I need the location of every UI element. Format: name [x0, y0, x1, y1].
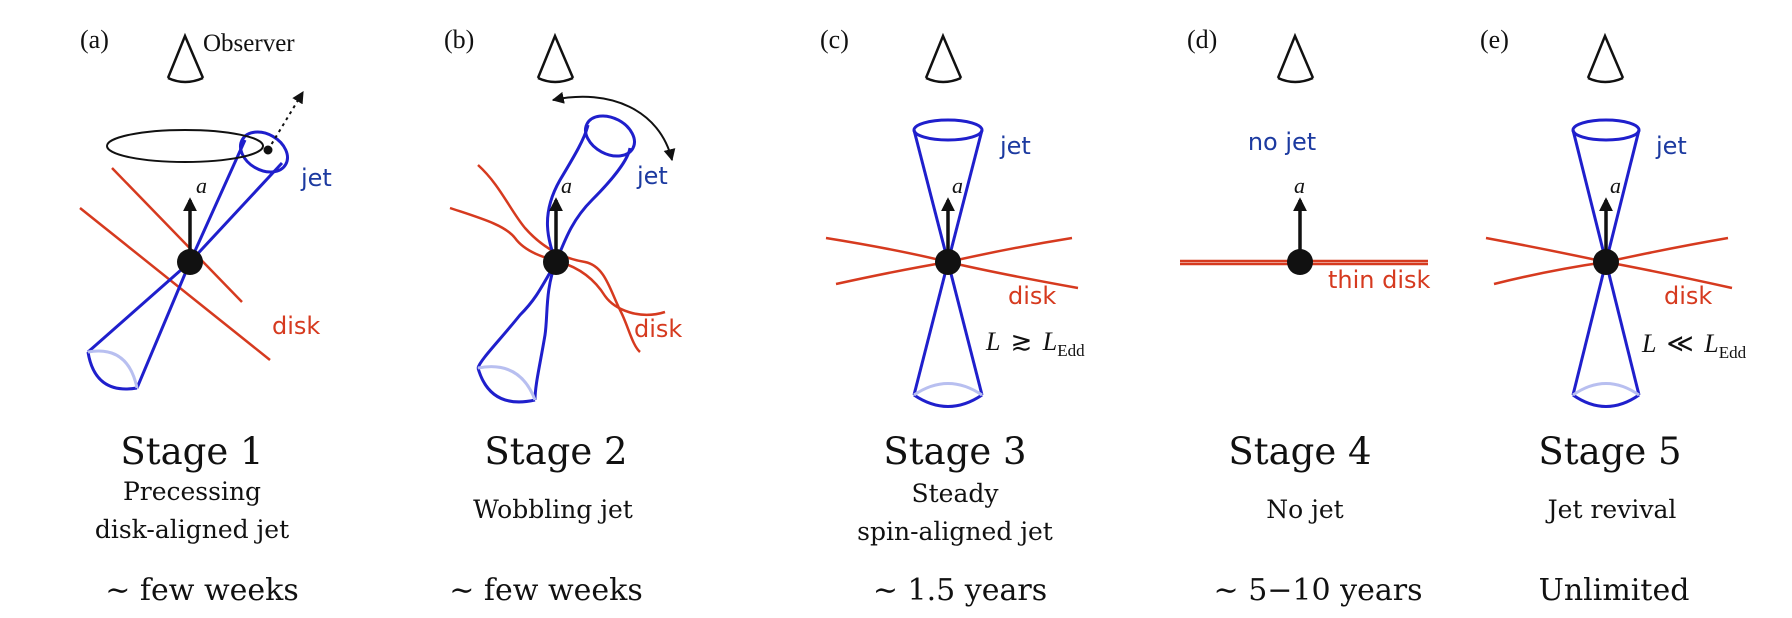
panel-b: (b) a⃗ jet disk [444, 25, 682, 404]
jet-label-c: jet [999, 132, 1031, 160]
stage-captions: Stage 1 Precessing disk-aligned jet ∼ fe… [95, 430, 1690, 608]
observer-eye-icon [536, 32, 575, 84]
spin-label-a: a⃗ [196, 173, 224, 198]
black-hole-icon [935, 249, 961, 275]
stage-desc-1a: Precessing [123, 477, 261, 506]
stage-desc-1b: disk-aligned jet [95, 515, 289, 544]
stage-title-5: Stage 5 [1538, 430, 1681, 473]
observer-eye-icon [924, 32, 963, 84]
jet-label-e: jet [1655, 132, 1687, 160]
stage-time-3: ∼ 1.5 years [873, 573, 1047, 608]
observer-label: Observer [203, 30, 295, 57]
precession-arrow-icon [106, 90, 304, 163]
jet-a [86, 130, 289, 391]
stage-time-2: ∼ few weeks [449, 573, 643, 608]
disk-label-a: disk [272, 312, 320, 340]
black-hole-icon [177, 249, 203, 275]
spin-label-c: a⃗ [952, 173, 980, 198]
observer-eye-icon [1586, 32, 1625, 84]
disk-a [79, 167, 271, 361]
panel-label-a: (a) [80, 25, 109, 54]
jet-e [1571, 118, 1641, 408]
stage-time-1: ∼ few weeks [105, 573, 299, 608]
stage-time-4: ∼ 5−10 years [1214, 573, 1423, 608]
disk-label-e: disk [1664, 282, 1712, 310]
observer-eye-icon [166, 32, 205, 84]
jet-c [912, 118, 984, 408]
thin-disk-label-d: thin disk [1328, 266, 1431, 294]
panel-a: (a) Observer a⃗ jet [79, 25, 332, 391]
panel-label-d: (d) [1187, 25, 1217, 54]
panel-label-e: (e) [1480, 25, 1509, 54]
stage-desc-4: No jet [1266, 495, 1343, 524]
disk-label-b: disk [634, 315, 682, 343]
no-jet-label-d: no jet [1248, 128, 1316, 156]
spin-label-d: a⃗ [1294, 173, 1322, 198]
observer-eye-icon [1276, 32, 1315, 84]
disk-label-c: disk [1008, 282, 1056, 310]
stage-desc-2: Wobbling jet [473, 495, 633, 524]
stage-time-5: Unlimited [1539, 573, 1690, 608]
stage-desc-5: Jet revival [1545, 495, 1677, 524]
panel-label-c: (c) [820, 25, 849, 54]
stage-title-2: Stage 2 [484, 430, 627, 473]
panel-c: (c) a⃗ jet disk L ≳ LEdd [820, 25, 1085, 408]
spin-label-e: a⃗ [1610, 173, 1638, 198]
jet-label-a: jet [300, 164, 332, 192]
panel-label-b: (b) [444, 25, 474, 54]
luminosity-label-c: L ≳ LEdd [985, 327, 1085, 360]
panel-d: (d) a⃗ no jet thin disk [1180, 25, 1431, 294]
jet-label-b: jet [636, 162, 668, 190]
spin-label-b: a⃗ [561, 173, 589, 198]
stage-desc-3b: spin-aligned jet [857, 517, 1053, 546]
panel-e: (e) a⃗ jet disk L ≪ LEdd [1480, 25, 1747, 408]
black-hole-icon [1593, 249, 1619, 275]
black-hole-icon [543, 249, 569, 275]
stage-title-1: Stage 1 [120, 430, 263, 473]
stage-desc-3a: Steady [912, 479, 1000, 508]
luminosity-label-e: L ≪ LEdd [1641, 329, 1747, 362]
stage-title-3: Stage 3 [883, 430, 1026, 473]
wobble-arrow-icon [551, 91, 676, 162]
black-hole-icon [1287, 249, 1313, 275]
stage-title-4: Stage 4 [1228, 430, 1371, 473]
